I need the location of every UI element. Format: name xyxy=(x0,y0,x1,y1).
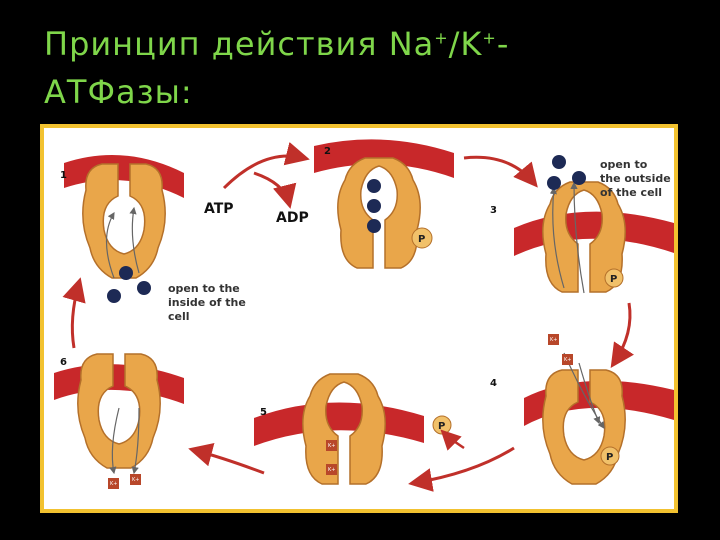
potassium-ion xyxy=(326,464,337,475)
ion-path-1b xyxy=(129,206,140,274)
pump-state-2 xyxy=(337,157,421,269)
potassium-ion xyxy=(548,334,559,345)
outside-note-line-1: open to xyxy=(600,158,648,171)
ion-path-6a xyxy=(109,407,120,475)
step-6-label: 6 xyxy=(60,357,67,368)
title-k: /K xyxy=(448,25,483,63)
sodium-ions xyxy=(107,155,586,303)
step-4-label: 4 xyxy=(490,378,497,389)
inside-note-line-3: cell xyxy=(168,310,190,323)
step-2-label: 2 xyxy=(324,146,331,157)
diagram-frame: K+ K+ K+ K+ K+ K+ P P P P xyxy=(40,124,678,513)
sodium-ion xyxy=(552,155,566,169)
cycle-arrow-5-6 xyxy=(188,443,265,475)
potassium-ion xyxy=(562,354,573,365)
pump-cycle-diagram: K+ K+ K+ K+ K+ K+ P P P P xyxy=(54,139,674,492)
cycle-arrow-1-2 xyxy=(222,142,310,190)
ion-path-3a xyxy=(549,186,565,289)
ion-path-1a xyxy=(105,211,115,279)
title-na: Na xyxy=(388,25,435,63)
cycle-arrow-4-5 xyxy=(408,446,515,492)
pump-state-1 xyxy=(82,163,166,279)
potassium-ion-label: K+ xyxy=(328,467,335,473)
outside-note-line-3: of the cell xyxy=(600,186,662,199)
sodium-ion xyxy=(367,199,381,213)
cycle-arrow-6-1 xyxy=(62,277,86,349)
potassium-ion-label: K+ xyxy=(110,481,117,487)
membrane-1 xyxy=(64,155,184,198)
ion-path-4b xyxy=(578,362,601,425)
outside-note-line-2: the outside xyxy=(600,172,671,185)
title-dash: - xyxy=(496,25,510,63)
step-1-label: 1 xyxy=(60,170,67,181)
potassium-ion-label: K+ xyxy=(550,337,557,343)
step-5-label: 5 xyxy=(260,407,267,418)
sodium-ion xyxy=(367,219,381,233)
phosphate-3-label: P xyxy=(610,274,617,285)
step-3-label: 3 xyxy=(490,205,497,216)
phosphate-2-label: P xyxy=(418,234,425,245)
potassium-ion-label: K+ xyxy=(132,477,139,483)
phosphate-released-label: P xyxy=(438,421,445,432)
title-k-charge: + xyxy=(482,28,497,48)
title-na-charge: + xyxy=(434,28,449,48)
potassium-ion-label: K+ xyxy=(328,443,335,449)
inside-note-line-2: inside of the xyxy=(168,296,246,309)
phosphate-4: P xyxy=(600,446,620,466)
potassium-ions: K+ K+ K+ K+ K+ K+ xyxy=(108,334,573,489)
sodium-ion xyxy=(137,281,151,295)
inside-note-line-1: open to the xyxy=(168,282,240,295)
sodium-ion xyxy=(367,179,381,193)
phosphate-2: P xyxy=(411,227,433,249)
adp-label: ADP xyxy=(276,210,309,226)
slide-title: Принцип действия Na+/K+- АТФазы: xyxy=(44,20,509,116)
phosphate-release-arrow xyxy=(440,429,465,451)
potassium-ion xyxy=(108,478,119,489)
cycle-arrow-2-3 xyxy=(463,155,538,188)
title-prefix: Принцип действия xyxy=(44,25,389,63)
cycle-arrow-atp-adp xyxy=(253,171,297,209)
title-line-1: Принцип действия Na+/K+- xyxy=(44,20,509,68)
membrane-5 xyxy=(254,402,424,446)
potassium-ion-label: K+ xyxy=(564,357,571,363)
sodium-ion xyxy=(107,289,121,303)
potassium-ion xyxy=(130,474,141,485)
ion-path-3b xyxy=(570,181,585,294)
cycle-arrow-3-4 xyxy=(610,302,634,368)
sodium-ion xyxy=(119,266,133,280)
potassium-ion xyxy=(326,440,337,451)
phosphate-3: P xyxy=(604,268,624,288)
sodium-ion xyxy=(547,176,561,190)
sodium-ion xyxy=(572,171,586,185)
phosphate-4-label: P xyxy=(606,452,613,463)
atp-label: ATP xyxy=(204,201,234,217)
ion-path-6b xyxy=(131,407,140,475)
membrane-6 xyxy=(54,364,184,404)
phosphate-released: P xyxy=(432,415,452,435)
title-line-2: АТФазы: xyxy=(44,73,193,111)
